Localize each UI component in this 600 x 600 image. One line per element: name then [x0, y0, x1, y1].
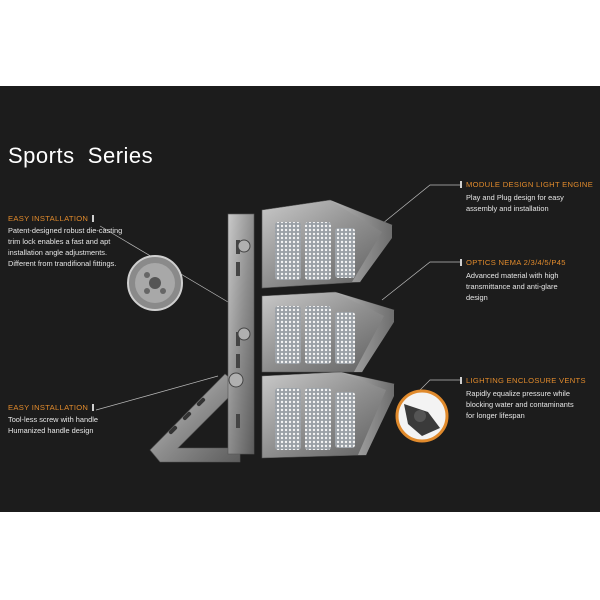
series-title: Sports Series	[8, 143, 154, 168]
enclosure-vents-heading: LIGHTING ENCLOSURE VENTS	[460, 376, 586, 385]
light-module-2	[261, 291, 395, 373]
optics-description: Advanced material with high transmittanc…	[466, 271, 559, 302]
easy-installation-bottom-heading: EASY INSTALLATION	[8, 403, 95, 412]
easy-installation-top-heading: EASY INSTALLATION	[8, 214, 95, 223]
light-module-1	[261, 199, 393, 289]
module-design-heading: MODULE DESIGN LIGHT ENGINE	[460, 180, 593, 189]
module-design-description: Play and Plug design for easy assembly a…	[466, 193, 564, 213]
handle-bracket	[149, 373, 241, 463]
light-module-3	[261, 371, 395, 459]
vent-inset	[395, 389, 449, 443]
trim-lock-inset	[127, 255, 183, 311]
enclosure-vents-description: Rapidly equalize pressure while blocking…	[466, 389, 574, 420]
easy-installation-top-description: Patent-designed robust die-casting trim …	[8, 226, 123, 268]
easy-installation-bottom-description: Tool-less screw with handle Humanized ha…	[8, 415, 98, 435]
optics-heading: OPTICS NEMA 2/3/4/5/P45	[460, 258, 566, 267]
